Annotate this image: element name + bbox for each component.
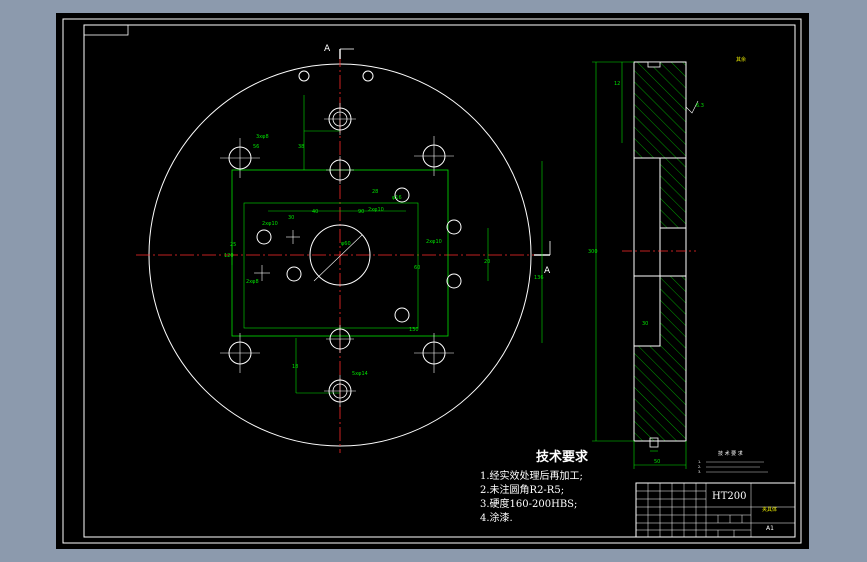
dim-text-d1: 38 — [298, 144, 304, 150]
outer-border — [62, 18, 802, 544]
dim-text-d8: 2xφ10 — [426, 239, 442, 245]
tech-item-2: 2.未注圆角R2-R5; — [480, 483, 564, 496]
tech-item-3: 3.硬度160-200HBS; — [480, 497, 577, 510]
tech-item-1: 1.经实效处理后再加工; — [480, 469, 583, 482]
dim-text-d17: 25 — [230, 242, 236, 248]
dim-text-d19: 18 — [292, 364, 298, 370]
roughness-symbol-side — [685, 100, 699, 114]
dim-text-d12: 120 — [224, 253, 234, 259]
dim-line-diag — [313, 234, 363, 282]
dim-text-d18: 20 — [484, 259, 490, 265]
dim-text-d14: 130 — [409, 327, 419, 333]
inner-border — [83, 24, 796, 538]
section-label-top: A — [324, 44, 331, 54]
title-material: HT200 — [712, 491, 746, 502]
side-text-mid: 30 — [642, 321, 648, 327]
central-bore — [309, 224, 371, 286]
dim-text-d4: 30 — [288, 215, 294, 221]
dim-text-d21: φ16 — [392, 195, 402, 201]
title-part-name: 夹具体 — [762, 506, 777, 513]
section-label-right: A — [544, 266, 551, 276]
hole-small-1 — [256, 229, 272, 245]
dim-text-d10: 136 — [534, 275, 544, 281]
section-cavity — [633, 157, 661, 277]
inner-locating-frame — [243, 202, 419, 329]
section-bore — [659, 227, 687, 277]
dim-text-d9: φ60 — [341, 241, 351, 247]
side-text-width: 50 — [654, 459, 660, 465]
dim-text-d5: 40 — [312, 209, 318, 215]
hole-small-8 — [298, 70, 310, 82]
dim-text-d11: 5xφ14 — [352, 371, 368, 377]
small-note-1: 1. — [698, 460, 701, 464]
hole-small-4 — [446, 219, 462, 235]
roughness-note: 其余 — [736, 56, 746, 63]
dim-text-d7: 2xφ10 — [368, 207, 384, 213]
hole-small-7 — [362, 70, 374, 82]
hole-small-6 — [394, 307, 410, 323]
side-text-height: 300 — [588, 249, 598, 255]
front-dimension-texts: 38 56 2xφ10 30 40 90 2xφ10 2xφ10 φ60 136… — [224, 134, 544, 377]
small-notes-title: 技 术 要 求 — [718, 450, 743, 457]
hole-small-5 — [446, 273, 462, 289]
tech-title: 技术要求 — [536, 449, 589, 465]
small-notes: 技 术 要 求 1. 2. 3. — [698, 450, 768, 474]
front-view: A A — [136, 44, 551, 453]
tech-item-4: 4.涂漆. — [480, 511, 513, 524]
cad-viewport[interactable]: A A — [56, 13, 809, 549]
title-block-frame — [635, 482, 796, 538]
section-top-notch — [647, 61, 661, 68]
section-bottom-notch — [633, 275, 661, 347]
small-note-2: 2. — [698, 465, 701, 469]
cad-drawing: A A — [62, 18, 802, 544]
side-text-top: 6.3 — [696, 103, 704, 109]
dim-text-d16: 3xφ8 — [256, 134, 269, 140]
hole-small-2 — [286, 266, 302, 282]
hole-small-3 — [394, 187, 410, 203]
small-note-3: 3. — [698, 470, 701, 474]
hole-group — [220, 70, 462, 407]
section-top-block — [633, 61, 687, 159]
side-text-small: 12 — [614, 81, 620, 87]
dim-text-d20: 28 — [372, 189, 378, 195]
dim-text-d6: 90 — [358, 209, 364, 215]
section-middle-block — [659, 157, 687, 229]
side-section-view: 6.3 300 50 30 12 其余 — [588, 56, 746, 469]
dim-text-d2: 56 — [253, 144, 259, 150]
technical-requirements: 技术要求 1.经实效处理后再加工; 2.未注圆角R2-R5; 3.硬度160-2… — [480, 449, 589, 524]
title-sheet-size: A1 — [766, 525, 774, 532]
title-block: HT200 夹具体 A1 — [635, 482, 796, 538]
dim-text-d3: 2xφ10 — [262, 221, 278, 227]
section-slot — [649, 437, 659, 448]
dim-text-d13: 60 — [414, 265, 420, 271]
dim-text-d15: 2xφ8 — [246, 279, 259, 285]
corner-label-box — [83, 24, 129, 36]
